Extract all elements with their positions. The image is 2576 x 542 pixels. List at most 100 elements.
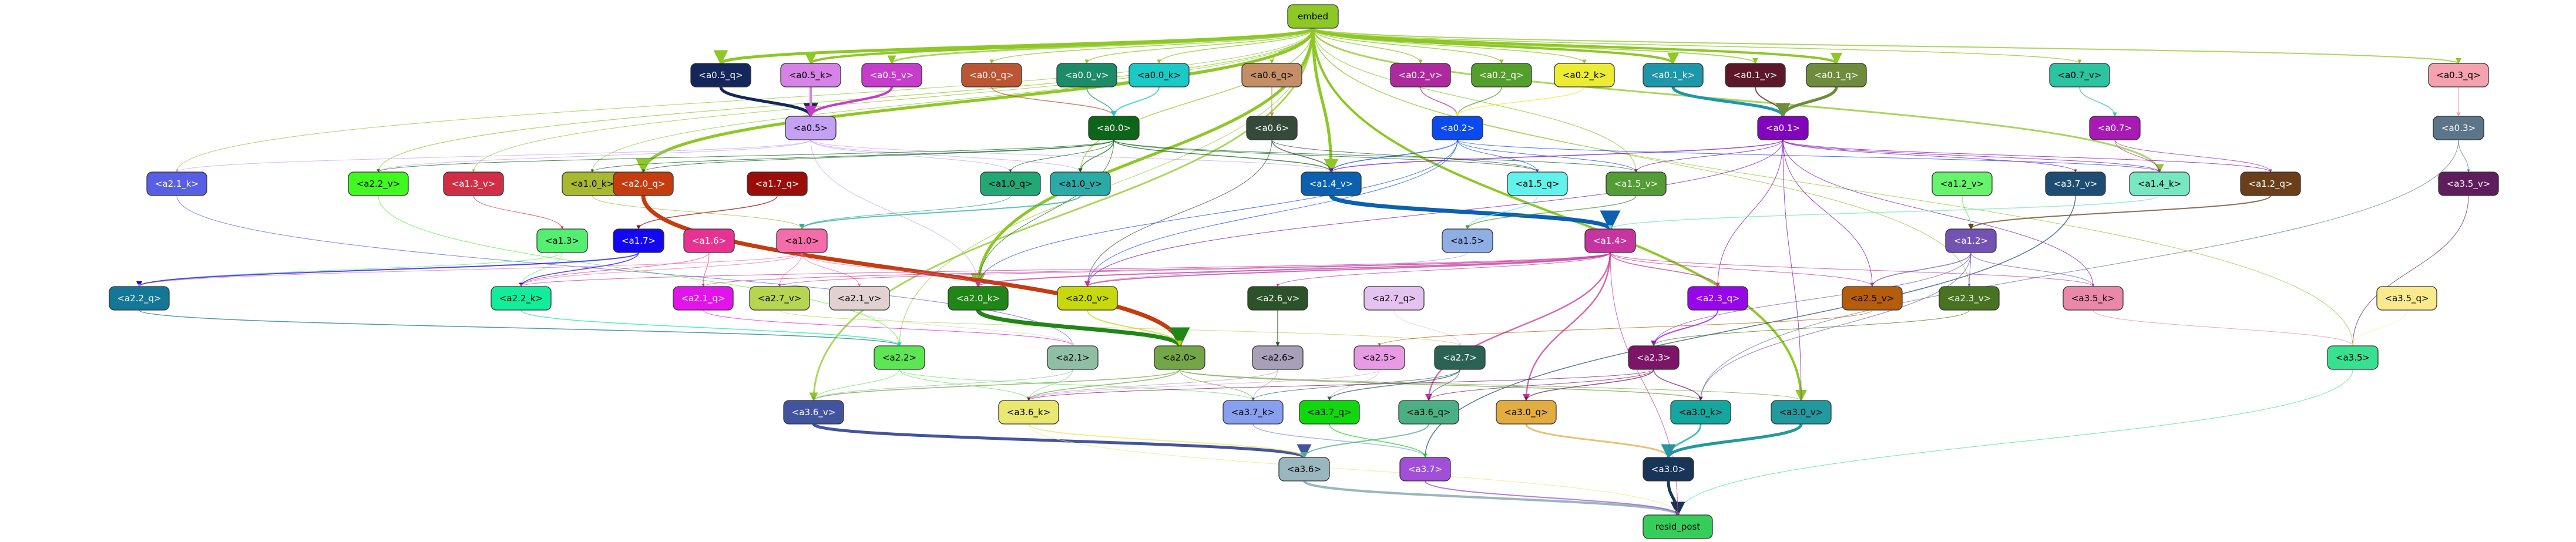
node-a2-5[interactable]: <a2.5> [1354,345,1405,370]
node-a2-1-k[interactable]: <a2.1_k> [146,171,207,196]
edge-a0.0-to-a2.0_q [642,139,1114,173]
node-a0-1-q[interactable]: <a0.1_q> [1806,63,1867,87]
node-a1-7[interactable]: <a1.7> [613,228,664,253]
node-a1-2-v[interactable]: <a1.2_v> [1932,171,1993,196]
node-label: <a2.3_v> [1947,293,1991,304]
edge-a1.3-to-a2.2_q [137,252,563,287]
node-a1-5-v[interactable]: <a1.5_v> [1606,171,1667,196]
node-a0-1-k[interactable]: <a0.1_k> [1643,63,1704,87]
node-a0-3-q[interactable]: <a0.3_q> [2428,63,2489,87]
node-a2-2-q[interactable]: <a2.2_q> [109,286,170,311]
edge-a1.2-to-a2.5_v [1870,252,1972,287]
node-a1-7-q[interactable]: <a1.7_q> [747,171,808,196]
node-a0-1[interactable]: <a0.1> [1757,116,1809,140]
node-a1-0-q[interactable]: <a1.0_q> [980,171,1041,196]
node-a1-6[interactable]: <a1.6> [683,228,735,253]
node-a0-2-q[interactable]: <a0.2_q> [1471,63,1532,87]
node-a1-2-q[interactable]: <a1.2_q> [2240,171,2301,196]
edge-a2.1-to-a3.6_v [812,369,1073,401]
node-a0-7-v[interactable]: <a0.7_v> [2049,63,2110,87]
node-a2-0[interactable]: <a2.0> [1154,345,1205,370]
node-label: <a0.5> [794,123,828,133]
node-a2-2-v[interactable]: <a2.2_v> [348,171,409,196]
node-embed[interactable]: embed [1287,4,1339,29]
node-label: <a0.2_v> [1399,70,1443,81]
edge-a0.5-to-a1.0_v [810,139,1082,173]
node-a1-0[interactable]: <a1.0> [776,228,828,253]
node-a1-4-k[interactable]: <a1.4_k> [2129,171,2190,196]
node-a2-6[interactable]: <a2.6> [1252,345,1304,370]
node-a3-7-v[interactable]: <a3.7_v> [2045,171,2106,196]
node-label: <a2.7_v> [758,293,802,304]
edge-a3.5_k-to-a3.5 [2093,309,2355,346]
node-a3-7-k[interactable]: <a3.7_k> [1222,400,1284,425]
node-a3-6-v[interactable]: <a3.6_v> [783,400,844,425]
node-a2-5-v[interactable]: <a2.5_v> [1842,286,1903,311]
node-a3-6-q[interactable]: <a3.6_q> [1398,400,1459,425]
node-a0-2-k[interactable]: <a0.2_k> [1554,63,1615,87]
node-a0-6-q[interactable]: <a0.6_q> [1241,63,1302,87]
node-a0-2-v[interactable]: <a0.2_v> [1390,63,1451,87]
node-a0-0-v[interactable]: <a0.0_v> [1056,63,1117,87]
node-a2-6-v[interactable]: <a2.6_v> [1247,286,1308,311]
node-a2-0-k[interactable]: <a2.0_k> [948,286,1009,311]
node-a2-1-v[interactable]: <a2.1_v> [829,286,890,311]
node-label: <a0.3_q> [2436,70,2480,81]
node-a0-0[interactable]: <a0.0> [1088,116,1140,140]
node-a2-3-v[interactable]: <a2.3_v> [1939,286,2000,311]
node-a0-7[interactable]: <a0.7> [2089,116,2141,140]
node-resid-post[interactable]: resid_post [1643,514,1713,539]
node-label: <a0.6> [1255,123,1289,133]
node-a2-7-v[interactable]: <a2.7_v> [749,286,810,311]
node-a3-5[interactable]: <a3.5> [2327,345,2379,370]
node-a2-2[interactable]: <a2.2> [874,345,925,370]
node-a2-3-q[interactable]: <a2.3_q> [1687,286,1748,311]
node-a0-5-q[interactable]: <a0.5_q> [690,63,751,87]
node-a1-4-v[interactable]: <a1.4_v> [1301,171,1362,196]
node-a3-7-q[interactable]: <a3.7_q> [1299,400,1360,425]
node-a1-4[interactable]: <a1.4> [1584,228,1636,253]
node-box [1496,400,1557,425]
node-a2-1-q[interactable]: <a2.1_q> [673,286,734,311]
node-a1-5-q[interactable]: <a1.5_q> [1507,171,1568,196]
node-a0-5-v[interactable]: <a0.5_v> [861,63,922,87]
node-a0-3[interactable]: <a0.3> [2433,116,2484,140]
node-a3-7[interactable]: <a3.7> [1399,457,1451,482]
node-a3-6[interactable]: <a3.6> [1278,457,1330,482]
node-a2-1[interactable]: <a2.1> [1047,345,1099,370]
node-a3-5-v[interactable]: <a3.5_v> [2438,171,2499,196]
node-a3-0-k[interactable]: <a3.0_k> [1670,400,1731,425]
node-a0-0-q[interactable]: <a0.0_q> [961,63,1022,87]
node-box [443,171,504,196]
node-box [1247,286,1308,311]
node-a0-5[interactable]: <a0.5> [785,116,837,140]
node-label: embed [1298,11,1328,22]
node-a3-0-v[interactable]: <a3.0_v> [1771,400,1832,425]
node-label: <a3.7> [1408,464,1442,474]
node-a0-1-v[interactable]: <a0.1_v> [1725,63,1786,87]
edge-a3.7_q-to-a3.7 [1329,423,1428,458]
node-a3-5-k[interactable]: <a3.5_k> [2063,286,2124,311]
node-a1-2[interactable]: <a1.2> [1945,228,1997,253]
node-a2-0-v[interactable]: <a2.0_v> [1057,286,1118,311]
node-a3-0-q[interactable]: <a3.0_q> [1496,400,1557,425]
node-a0-5-k[interactable]: <a0.5_k> [780,63,841,87]
node-a3-0[interactable]: <a3.0> [1643,457,1694,482]
node-a1-3-v[interactable]: <a1.3_v> [443,171,504,196]
node-a0-2[interactable]: <a0.2> [1432,116,1483,140]
node-a2-0-q[interactable]: <a2.0_q> [613,171,674,196]
node-a2-3[interactable]: <a2.3> [1628,345,1680,370]
node-a2-2-k[interactable]: <a2.2_k> [491,286,552,311]
node-a2-7-q[interactable]: <a2.7_q> [1363,286,1425,311]
node-a0-6[interactable]: <a0.6> [1246,116,1298,140]
node-label: <a3.0> [1651,464,1685,474]
node-a2-7[interactable]: <a2.7> [1434,345,1486,370]
node-a1-3[interactable]: <a1.3> [536,228,588,253]
node-a3-5-q[interactable]: <a3.5_q> [2376,286,2437,311]
node-a1-5[interactable]: <a1.5> [1442,228,1493,253]
node-box [1398,400,1459,425]
node-a1-0-v[interactable]: <a1.0_v> [1050,171,1111,196]
node-a3-6-k[interactable]: <a3.6_k> [998,400,1059,425]
node-a0-0-k[interactable]: <a0.0_k> [1129,63,1190,87]
edge-embed-to-a1.4_v [1311,28,1339,174]
